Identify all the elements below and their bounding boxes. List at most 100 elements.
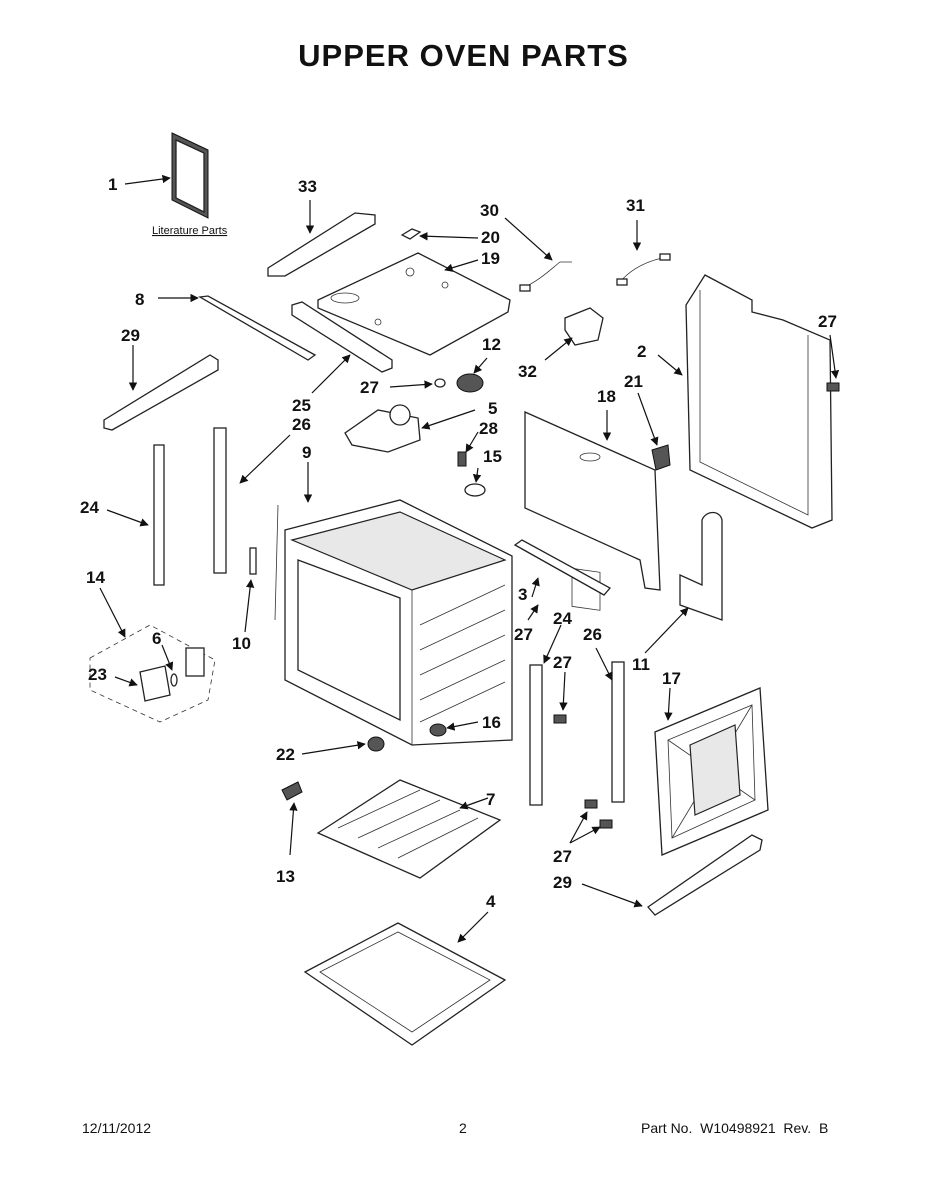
callout-26-right: 26: [583, 625, 602, 644]
callout-13: 13: [276, 867, 295, 886]
callout-21: 21: [624, 372, 643, 391]
screw-27-right: [826, 382, 840, 392]
duct-cover-11: [679, 511, 723, 621]
callout-18: 18: [597, 387, 616, 406]
callout-31: 31: [626, 196, 645, 215]
leader-30: [504, 217, 553, 261]
footer-page-number: 2: [459, 1120, 467, 1136]
leader-25: [311, 354, 351, 394]
leader-2: [657, 354, 683, 376]
vent-bracket: [291, 301, 393, 373]
leader-23: [114, 676, 138, 687]
leader-12: [473, 357, 488, 374]
leader-19: [444, 259, 479, 272]
leader-27f: [569, 826, 601, 844]
blower-motor: [344, 404, 421, 453]
top-panel: [317, 252, 511, 356]
callout-32: 32: [518, 362, 537, 381]
callout-1: 1: [108, 175, 117, 194]
post-24-left: [153, 444, 165, 586]
callout-23: 23: [88, 665, 107, 684]
callout-20: 20: [481, 228, 500, 247]
leader-27b: [829, 334, 840, 379]
callout-24-left: 24: [80, 498, 99, 517]
leader-16: [446, 721, 479, 731]
leader-24b: [543, 624, 562, 664]
strip-10: [249, 547, 257, 575]
harness-connector-2: [616, 278, 628, 286]
side-rail-29: [103, 354, 219, 431]
leader-27d: [559, 671, 568, 711]
insulation-wrap: [685, 274, 833, 529]
callout-6: 6: [152, 629, 161, 648]
wire-harness-30: [522, 261, 572, 289]
callout-15: 15: [483, 447, 502, 466]
latch-part-22: [367, 736, 385, 752]
callout-8: 8: [135, 290, 144, 309]
leader-10: [244, 579, 255, 633]
callout-27-right: 27: [818, 312, 837, 331]
callout-33: 33: [298, 177, 317, 196]
side-rail-29-right: [647, 834, 763, 916]
clip-part: [400, 228, 422, 240]
callout-27-fan: 27: [360, 378, 379, 397]
leader-7: [459, 797, 489, 810]
hinge-part-16: [429, 723, 447, 737]
leader-24a: [106, 509, 149, 527]
bracket-3: [513, 539, 612, 596]
leader-27e: [569, 811, 588, 844]
leader-22: [301, 741, 366, 755]
screw-27-lower-a: [584, 799, 598, 809]
leader-32: [544, 337, 573, 361]
callout-26-top: 26: [292, 415, 311, 434]
leader-27a: [389, 380, 433, 389]
leader-3: [531, 577, 540, 598]
post-24-right: [529, 664, 543, 806]
leader-26b: [595, 647, 613, 681]
leader-14: [99, 587, 126, 638]
callout-16: 16: [482, 713, 501, 732]
light-assembly-group: [89, 624, 216, 723]
leader-21: [637, 392, 659, 446]
callout-30: 30: [480, 201, 499, 220]
leader-20: [419, 232, 479, 241]
screw-27-mid: [553, 714, 567, 724]
screw-28: [457, 451, 467, 467]
sensor-21: [651, 444, 671, 471]
callout-7: 7: [486, 790, 495, 809]
bottom-panel-4: [303, 922, 507, 1046]
oven-cavity: [274, 499, 513, 746]
callout-29-bottom: 29: [553, 873, 572, 892]
callout-10: 10: [232, 634, 251, 653]
top-rail-strip: [267, 212, 376, 277]
fan-12: [434, 373, 484, 393]
callout-28: 28: [479, 419, 498, 438]
callout-9: 9: [302, 443, 311, 462]
side-strip-8: [198, 295, 317, 361]
oven-rack-7: [316, 779, 502, 879]
leader-5: [421, 409, 476, 430]
leader-6: [161, 644, 174, 671]
callout-27-mid: 27: [514, 625, 533, 644]
footer-part-number: Part No. W10498921 Rev. B: [641, 1120, 829, 1136]
leader-26a: [239, 434, 291, 484]
post-26-left: [213, 427, 227, 574]
callout-27-lower-mid: 27: [553, 653, 572, 672]
callout-11: 11: [632, 655, 650, 674]
screw-27-lower-b: [599, 819, 613, 829]
leader-15: [472, 467, 482, 483]
page-title: UPPER OVEN PARTS: [298, 38, 629, 73]
leader-4: [457, 911, 489, 943]
literature-parts-label: Literature Parts: [152, 225, 228, 237]
callout-12: 12: [482, 335, 501, 354]
callout-29-top: 29: [121, 326, 140, 345]
callout-5: 5: [488, 399, 497, 418]
callout-14: 14: [86, 568, 105, 587]
callout-4: 4: [486, 892, 496, 911]
leader-11: [644, 607, 689, 654]
harness-connector-3: [659, 253, 671, 261]
leader-17: [664, 687, 673, 721]
callout-24-right: 24: [553, 609, 572, 628]
leader-1: [124, 174, 171, 185]
